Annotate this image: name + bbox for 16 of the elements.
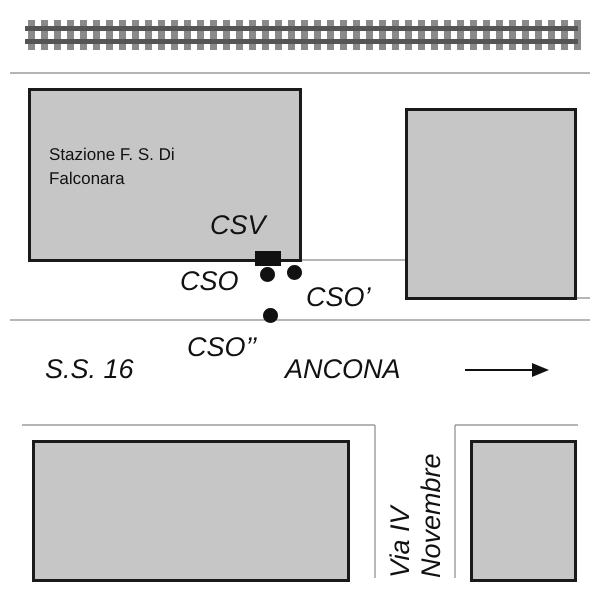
dot-marker: [287, 265, 302, 280]
marker-label: CSO’: [306, 284, 371, 311]
building-block: [28, 88, 302, 262]
square-marker: [255, 251, 281, 266]
marker-label: CSO’’: [187, 334, 257, 361]
building-label: Stazione F. S. Di Falconara: [49, 144, 176, 190]
building-block: [470, 440, 577, 582]
dot-marker: [263, 308, 278, 323]
street-label: Via IV Novembre: [385, 452, 448, 578]
direction-label: ANCONA: [285, 356, 401, 383]
marker-label: CSO: [180, 268, 239, 295]
marker-label: CSV: [210, 212, 266, 239]
dot-marker: [260, 267, 275, 282]
building-block: [405, 108, 577, 300]
road-label: S.S. 16: [45, 356, 134, 383]
building-block: [32, 440, 350, 582]
